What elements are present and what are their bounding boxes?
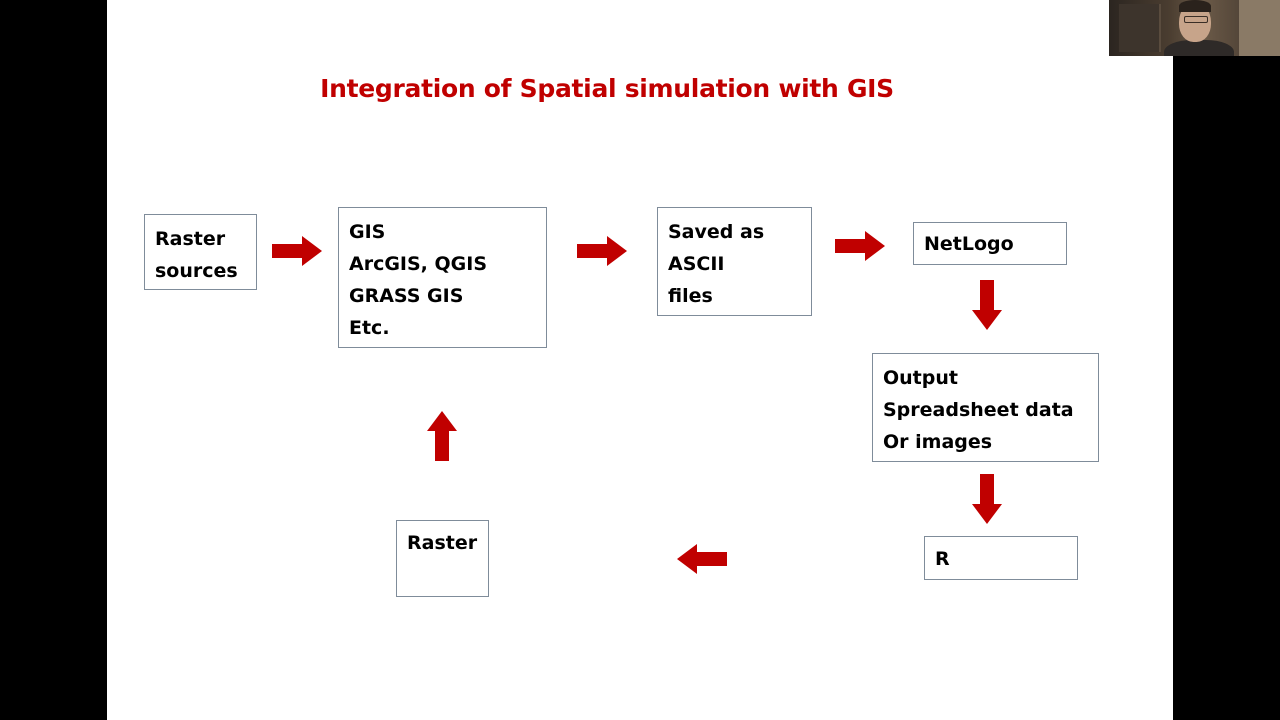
- node-text: files: [668, 285, 713, 307]
- arrow-down-icon: [972, 280, 1002, 330]
- node-ascii-files: Saved as ASCII files: [657, 207, 812, 316]
- node-text: Raster: [155, 228, 226, 250]
- node-text: Spreadsheet data: [883, 399, 1074, 421]
- node-text: Raster: [407, 532, 478, 554]
- node-text: Or images: [883, 431, 993, 453]
- node-gis: GIS ArcGIS, QGIS GRASS GIS Etc.: [338, 207, 547, 348]
- presenter-body: [1164, 40, 1234, 56]
- presenter-webcam-thumbnail: [1109, 0, 1280, 56]
- node-text: GIS: [349, 221, 386, 243]
- node-raster: Raster: [396, 520, 489, 597]
- node-text: ASCII: [668, 253, 725, 275]
- arrow-right-icon: [577, 236, 627, 266]
- presenter-glasses: [1184, 16, 1208, 23]
- arrow-down-icon: [972, 474, 1002, 524]
- arrow-left-icon: [677, 544, 727, 574]
- webcam-background-wall: [1239, 0, 1280, 56]
- node-text: ArcGIS, QGIS: [349, 253, 488, 275]
- arrow-right-icon: [835, 231, 885, 261]
- presentation-slide: Integration of Spatial simulation with G…: [107, 0, 1173, 720]
- node-text: Saved as: [668, 221, 765, 243]
- node-output: Output Spreadsheet data Or images: [872, 353, 1099, 462]
- node-text: Output: [883, 367, 958, 389]
- node-text: NetLogo: [924, 233, 1014, 255]
- arrow-right-icon: [272, 236, 322, 266]
- node-text: GRASS GIS: [349, 285, 464, 307]
- arrow-up-icon: [427, 411, 457, 461]
- node-text: R: [935, 548, 950, 570]
- node-text: Etc.: [349, 317, 390, 339]
- presenter-hair: [1179, 0, 1211, 12]
- node-raster-sources: Raster sources: [144, 214, 257, 290]
- node-text: sources: [155, 260, 238, 282]
- node-r: R: [924, 536, 1078, 580]
- slide-title: Integration of Spatial simulation with G…: [320, 74, 894, 103]
- webcam-background-shelf: [1119, 4, 1161, 52]
- node-netlogo: NetLogo: [913, 222, 1067, 265]
